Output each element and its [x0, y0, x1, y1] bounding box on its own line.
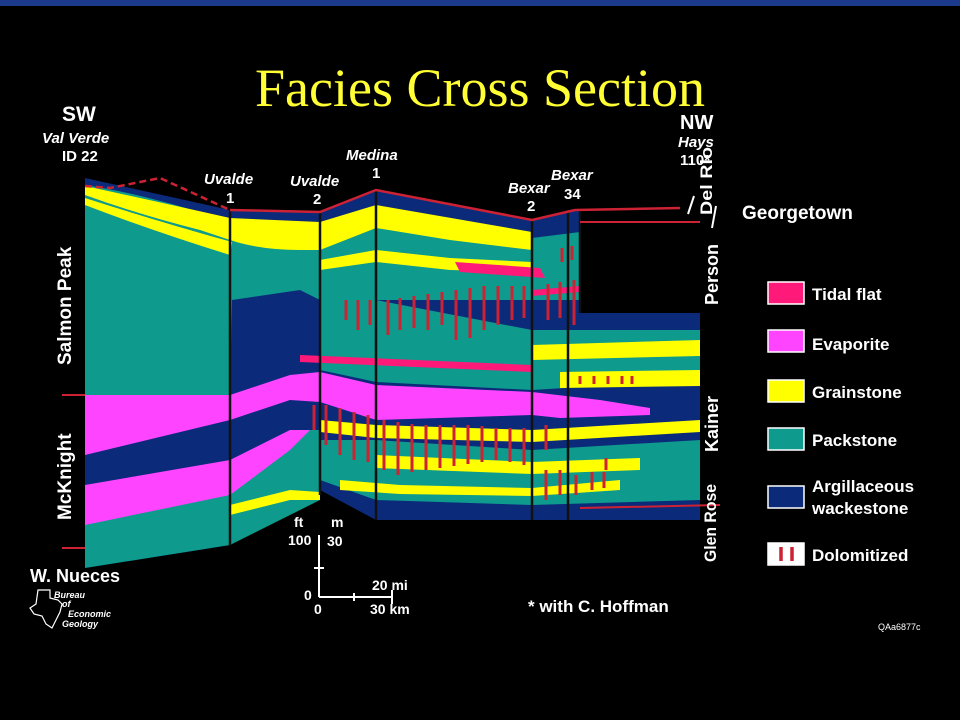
scale-km: 30 km [370, 601, 410, 617]
glen-rose-line [579, 504, 721, 509]
logo-line-2: of [62, 599, 71, 609]
footnote: * with C. Hoffman [528, 597, 669, 616]
legend-label-packstone: Packstone [812, 431, 897, 450]
facies-tidal-flat-3 [300, 355, 532, 372]
dolomitized-marks [312, 246, 634, 500]
legend-swatch-argillaceous [767, 485, 805, 509]
well-val-verde-id: ID 22 [62, 148, 98, 165]
well-hays-name: Hays [678, 134, 714, 151]
well-val-verde-name: Val Verde [42, 130, 109, 147]
well-bexar-34-id: 34 [564, 186, 581, 203]
well-uvalde-1-id: 1 [226, 190, 234, 207]
top-boundary-solid [229, 188, 681, 222]
scale-unit-m: m [331, 514, 343, 530]
legend-swatch-dolomitized [767, 542, 805, 566]
unit-mcknight: McKnight [55, 433, 76, 520]
scale-unit-ft: ft [294, 514, 304, 530]
scale-m-30: 30 [327, 533, 343, 549]
scale-ft-100: 100 [288, 532, 312, 548]
direction-nw: NW [680, 112, 713, 134]
well-lines [228, 190, 582, 545]
well-uvalde-2-name: Uvalde [290, 173, 339, 190]
well-bexar-34-name: Bexar [551, 167, 594, 184]
facies-grainstone-left-wedge [85, 198, 232, 255]
facies-grainstone-top-left [85, 186, 532, 250]
unit-georgetown: Georgetown [742, 203, 853, 224]
well-medina-1-id: 1 [372, 165, 380, 182]
well-bexar-2-name: Bexar [508, 180, 551, 197]
scale-bar: ft m 100 30 0 0 20 mi 30 km [288, 514, 410, 617]
unit-salmon-peak: Salmon Peak [55, 246, 76, 365]
legend-label-grainstone: Grainstone [812, 383, 902, 402]
unit-w-nueces: W. Nueces [30, 566, 120, 586]
top-accent-bar [0, 0, 960, 6]
facies-grainstone-lower-2 [376, 455, 640, 474]
legend-label-dolomitized: Dolomitized [812, 546, 908, 565]
del-rio-tick-2 [711, 205, 717, 229]
legend-swatch-tidal-flat [767, 281, 805, 305]
well-uvalde-2-id: 2 [313, 191, 321, 208]
direction-sw: SW [62, 103, 96, 126]
legend-swatch-packstone [767, 427, 805, 451]
well-bexar-2-id: 2 [527, 198, 535, 215]
facies-grainstone-lower-3 [230, 490, 320, 515]
well-medina-1-name: Medina [346, 147, 398, 164]
logo-line-4: Geology [62, 619, 99, 629]
facies-evaporite-lower [85, 430, 310, 525]
legend-swatch-evaporite [767, 329, 805, 353]
cross-section-body [62, 176, 721, 568]
scale-m-0: 0 [314, 601, 322, 617]
page-title: Facies Cross Section [255, 58, 705, 118]
facies-evaporite-main [85, 372, 650, 455]
legend-label-tidal-flat: Tidal flat [812, 285, 882, 304]
unit-person: Person [702, 244, 722, 305]
scale-ft-0: 0 [304, 587, 312, 603]
logo-line-1: Bureau [54, 590, 86, 600]
scale-miles: 20 mi [372, 577, 408, 593]
legend-swatch-grainstone [767, 379, 805, 403]
texas-outline-icon [29, 589, 63, 629]
facies-grainstone-lower-4 [340, 480, 620, 496]
logo-line-3: Economic [68, 609, 111, 619]
unit-glen-rose: Glen Rose [701, 484, 720, 562]
unit-del-rio: Del Rio [697, 147, 716, 215]
facies-tidal-flat-1 [455, 262, 545, 278]
del-rio-tick-1 [687, 195, 695, 215]
beg-logo: Bureau of Economic Geology [29, 589, 111, 629]
top-boundary [84, 176, 231, 212]
well-hays-id: 110* [680, 152, 710, 169]
well-uvalde-1-name: Uvalde [204, 171, 253, 188]
figure-id: QAa6877c [878, 622, 921, 632]
legend: Tidal flat Evaporite Grainstone Packston… [767, 281, 914, 566]
facies-grainstone-right-1 [532, 340, 700, 360]
legend-label-evaporite: Evaporite [812, 335, 889, 354]
unit-kainer: Kainer [702, 396, 722, 452]
